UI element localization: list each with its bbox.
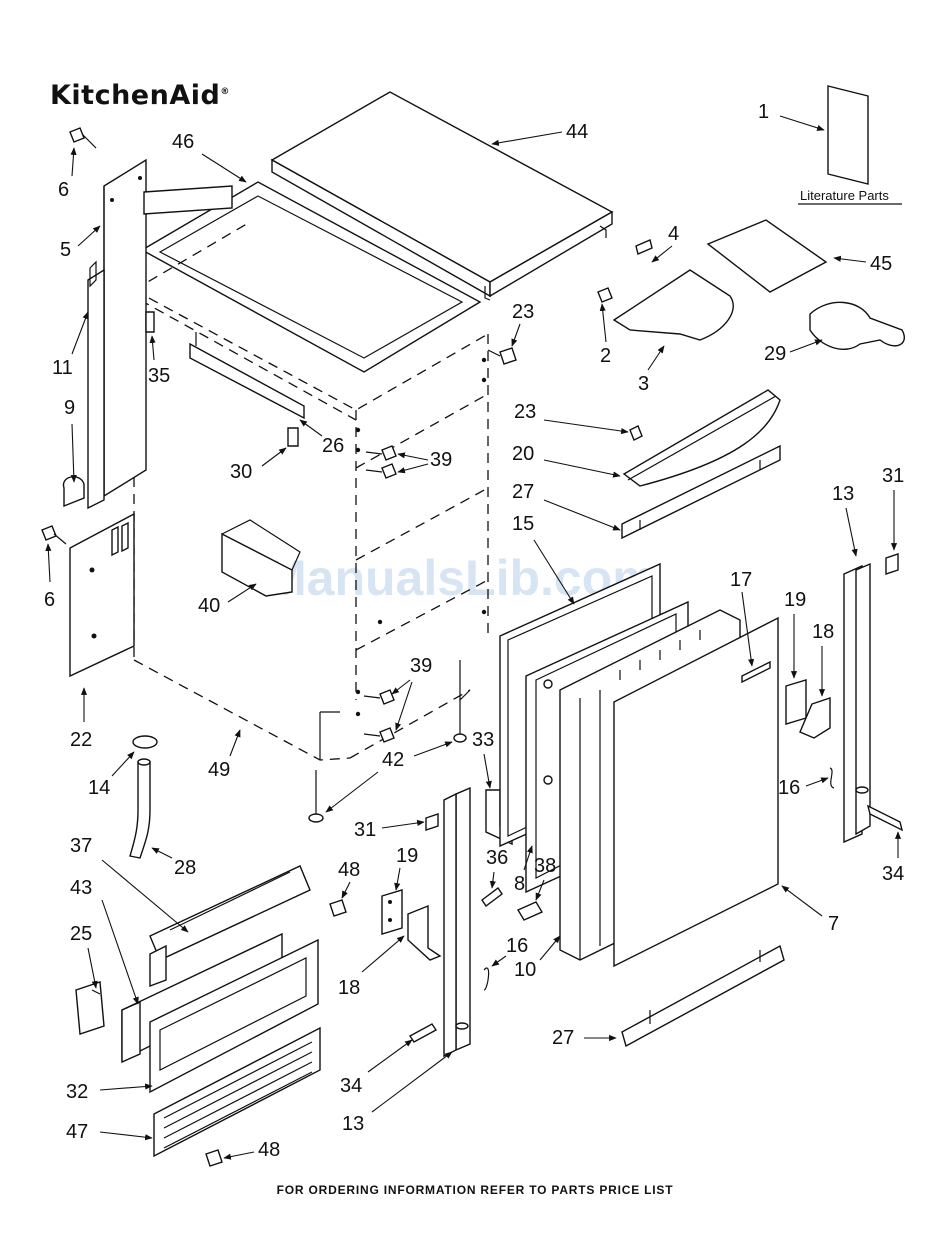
callout-26: 26 — [322, 435, 344, 457]
callout-46: 46 — [172, 131, 194, 153]
part-34-pin-left — [410, 1024, 436, 1042]
callout-11: 11 — [52, 357, 73, 379]
part-45-pad — [708, 220, 826, 292]
callout-47: 47 — [66, 1121, 88, 1143]
part-16-clip-left — [484, 968, 489, 990]
callout-29: 29 — [764, 343, 786, 365]
callout-27-bottom: 27 — [552, 1027, 574, 1049]
part-35-screw — [146, 312, 154, 332]
callout-18-left: 18 — [338, 977, 360, 999]
part-30-screw — [288, 428, 298, 446]
callout-33: 33 — [472, 729, 494, 751]
callout-25: 25 — [70, 923, 92, 945]
callout-8: 8 — [514, 873, 525, 895]
callout-35: 35 — [148, 365, 170, 387]
callout-4: 4 — [668, 223, 679, 245]
callout-19-right: 19 — [784, 589, 806, 611]
callout-48-top: 48 — [338, 859, 360, 881]
callout-23-cabinet: 23 — [512, 301, 534, 323]
callout-3: 3 — [638, 373, 649, 395]
part-3-bracket — [614, 270, 733, 340]
part-29-handle — [810, 302, 904, 349]
callout-7: 7 — [828, 913, 839, 935]
callout-6-lower: 6 — [44, 589, 55, 611]
part-14-clamp-ring — [133, 736, 157, 748]
part-28-drain-hose — [130, 759, 150, 858]
callout-40: 40 — [198, 595, 220, 617]
callout-17: 17 — [730, 569, 752, 591]
callout-30: 30 — [230, 461, 252, 483]
callout-32: 32 — [66, 1081, 88, 1103]
part-16-clip-right — [830, 768, 834, 788]
part-36-spring — [482, 888, 502, 906]
callout-38: 38 — [534, 855, 556, 877]
callout-43: 43 — [70, 877, 92, 899]
callout-34-right: 34 — [882, 863, 904, 885]
part-38-pin — [518, 902, 542, 920]
callout-18-right: 18 — [812, 621, 834, 643]
callout-34-left: 34 — [340, 1075, 362, 1097]
part-39-screws-lower — [364, 690, 394, 742]
callout-48-bottom: 48 — [258, 1139, 280, 1161]
callout-49: 49 — [208, 759, 230, 781]
callout-6-top: 6 — [58, 179, 69, 201]
part-18-hinge-left — [408, 906, 440, 960]
callout-31-left: 31 — [354, 819, 376, 841]
callout-16-right: 16 — [778, 777, 800, 799]
part-23-screw-cabinet — [488, 348, 516, 364]
part-27-bracket-bottom — [622, 946, 784, 1046]
callout-28: 28 — [174, 857, 196, 879]
callout-20: 20 — [512, 443, 534, 465]
part-31-clip-right — [886, 554, 898, 574]
callout-2: 2 — [600, 345, 611, 367]
part-6-screw-lower — [42, 526, 66, 544]
callout-1: 1 — [758, 101, 769, 123]
part-26-strip — [190, 332, 304, 418]
callout-39-upper: 39 — [430, 449, 452, 471]
callout-44: 44 — [566, 121, 588, 143]
part-19-hinge-right — [786, 680, 806, 724]
part-34-pin-right — [868, 806, 902, 830]
callout-13-left: 13 — [342, 1113, 364, 1135]
callout-22: 22 — [70, 729, 92, 751]
part-2-screw — [598, 288, 612, 302]
callout-37: 37 — [70, 835, 92, 857]
part-39-screws-upper — [366, 446, 396, 478]
part-25-spacer — [76, 982, 104, 1034]
callout-15: 15 — [512, 513, 534, 535]
callout-36: 36 — [486, 847, 508, 869]
part-4-screw — [636, 240, 652, 254]
part-13-hinge-post-left — [444, 788, 470, 1056]
callout-27-top: 27 — [512, 481, 534, 503]
literature-caption: Literature Parts — [800, 188, 889, 203]
callout-23-trim: 23 — [514, 401, 536, 423]
footer-note: FOR ORDERING INFORMATION REFER TO PARTS … — [0, 1183, 950, 1197]
part-1-literature — [798, 86, 902, 204]
part-13-hinge-post-right — [844, 564, 870, 842]
part-23-screw-trim — [630, 426, 642, 440]
part-6-screw-top — [70, 128, 96, 148]
callout-31-right: 31 — [882, 465, 904, 487]
callout-45: 45 — [870, 253, 892, 275]
part-19-hinge-left — [382, 890, 402, 934]
callout-39-lower: 39 — [410, 655, 432, 677]
callout-16-left: 16 — [506, 935, 528, 957]
part-22-back-panel — [70, 514, 134, 676]
callout-19-left: 19 — [396, 845, 418, 867]
callout-14: 14 — [88, 777, 110, 799]
callout-9: 9 — [64, 397, 75, 419]
callout-13-right: 13 — [832, 483, 854, 505]
part-31-clip-left — [426, 814, 438, 830]
callout-10: 10 — [514, 959, 536, 981]
callout-42: 42 — [382, 749, 404, 771]
callout-5: 5 — [60, 239, 71, 261]
